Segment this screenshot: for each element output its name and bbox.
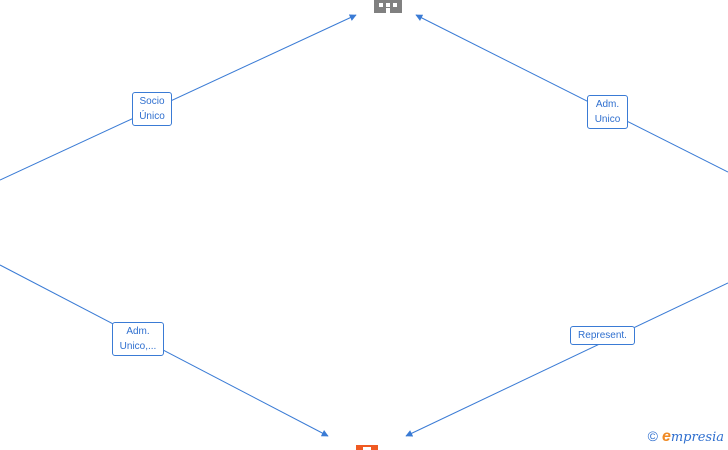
edge-label-represent[interactable]: Represent. bbox=[570, 326, 635, 345]
person-icon[interactable] bbox=[356, 445, 378, 450]
edge-line-socio-unico bbox=[0, 14, 357, 181]
edge-label-adm-unico[interactable]: Adm. Unico bbox=[587, 95, 628, 129]
edge-line-adm-unico-etc bbox=[0, 264, 329, 437]
edge-label-adm-unico-etc[interactable]: Adm. Unico,... bbox=[112, 322, 164, 356]
edge-line-adm-unico bbox=[415, 14, 728, 173]
building-icon[interactable] bbox=[374, 0, 402, 13]
edge-label-socio-unico[interactable]: Socio Único bbox=[132, 92, 172, 126]
edge-line-represent bbox=[405, 282, 728, 437]
empresia-watermark: ©empresia bbox=[648, 428, 724, 446]
brand-initial: e bbox=[661, 428, 671, 445]
copyright-symbol: © bbox=[647, 428, 658, 444]
brand-name: mpresia bbox=[670, 430, 724, 445]
